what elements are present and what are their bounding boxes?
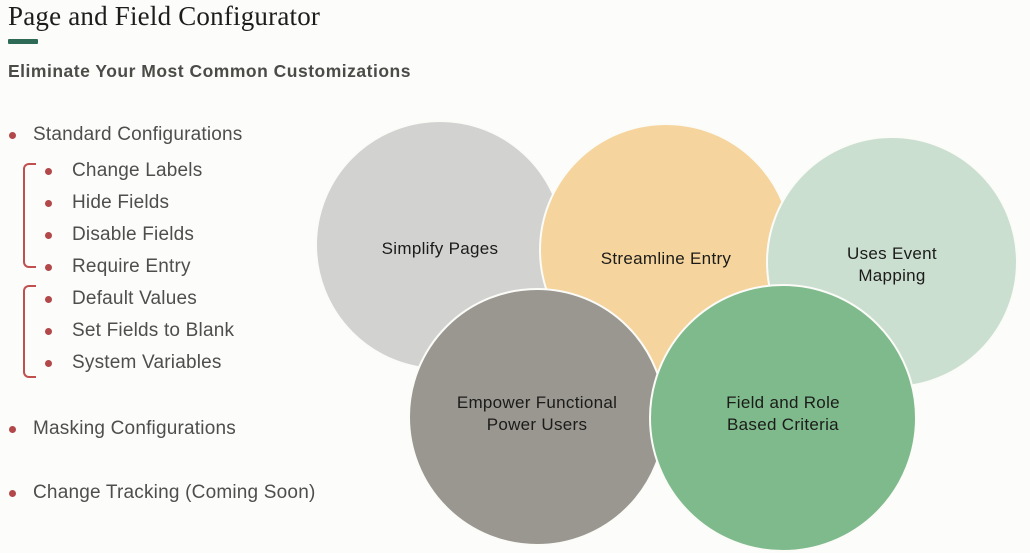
- list-item-standard-configurations: Standard Configurations: [8, 119, 338, 151]
- list-item-label: Hide Fields: [72, 192, 170, 213]
- bullet-icon: [45, 199, 52, 207]
- bullet-icon: [9, 489, 16, 497]
- bullet-icon: [45, 263, 52, 271]
- list-item-label: System Variables: [72, 352, 222, 373]
- bullet-icon: [45, 167, 52, 175]
- venn-circle-field-and-role-based-criteria: Field and Role Based Criteria: [649, 284, 917, 552]
- list-item-label: Set Fields to Blank: [72, 320, 235, 341]
- venn-circle-label: Uses Event Mapping: [847, 244, 937, 285]
- list-item-change-labels: Change Labels: [8, 155, 338, 187]
- list-item-require-entry: Require Entry: [8, 251, 338, 283]
- bullet-icon: [45, 231, 52, 239]
- title-accent-dash: [8, 39, 38, 44]
- venn-circle-label: Streamline Entry: [600, 249, 732, 268]
- group-bracket-values: [23, 285, 36, 378]
- page-title: Page and Field Configurator: [8, 1, 321, 31]
- list-item-label: Disable Fields: [72, 224, 195, 245]
- list-item-disable-fields: Disable Fields: [8, 219, 338, 251]
- venn-circle-label: Simplify Pages: [381, 239, 499, 258]
- list-item-label: Masking Configurations: [33, 418, 236, 439]
- bullet-icon: [9, 425, 16, 433]
- bullet-icon: [9, 131, 16, 139]
- customizations-list: Standard Configurations Change Labels Hi…: [8, 119, 338, 509]
- list-item-label: Require Entry: [72, 256, 191, 277]
- bullet-icon: [45, 359, 52, 367]
- list-item-default-values: Default Values: [8, 283, 338, 315]
- list-item-masking-configurations: Masking Configurations: [8, 413, 338, 445]
- subtitle: Eliminate Your Most Common Customization…: [8, 61, 411, 81]
- bullet-icon: [45, 295, 52, 303]
- list-item-set-fields-to-blank: Set Fields to Blank: [8, 315, 338, 347]
- list-item-change-tracking: Change Tracking (Coming Soon): [8, 477, 338, 509]
- list-item-label: Change Labels: [72, 160, 203, 181]
- venn-circle-label: Empower Functional Power Users: [456, 393, 618, 434]
- venn-circle-label: Field and Role Based Criteria: [726, 393, 840, 434]
- list-item-label: Standard Configurations: [33, 124, 243, 145]
- group-bracket-standard: [23, 163, 36, 268]
- venn-circle-empower-functional-power-users: Empower Functional Power Users: [408, 288, 666, 546]
- list-item-hide-fields: Hide Fields: [8, 187, 338, 219]
- list-item-system-variables: System Variables: [8, 347, 338, 379]
- list-item-label: Change Tracking (Coming Soon): [33, 482, 316, 503]
- bullet-icon: [45, 327, 52, 335]
- list-item-label: Default Values: [72, 288, 197, 309]
